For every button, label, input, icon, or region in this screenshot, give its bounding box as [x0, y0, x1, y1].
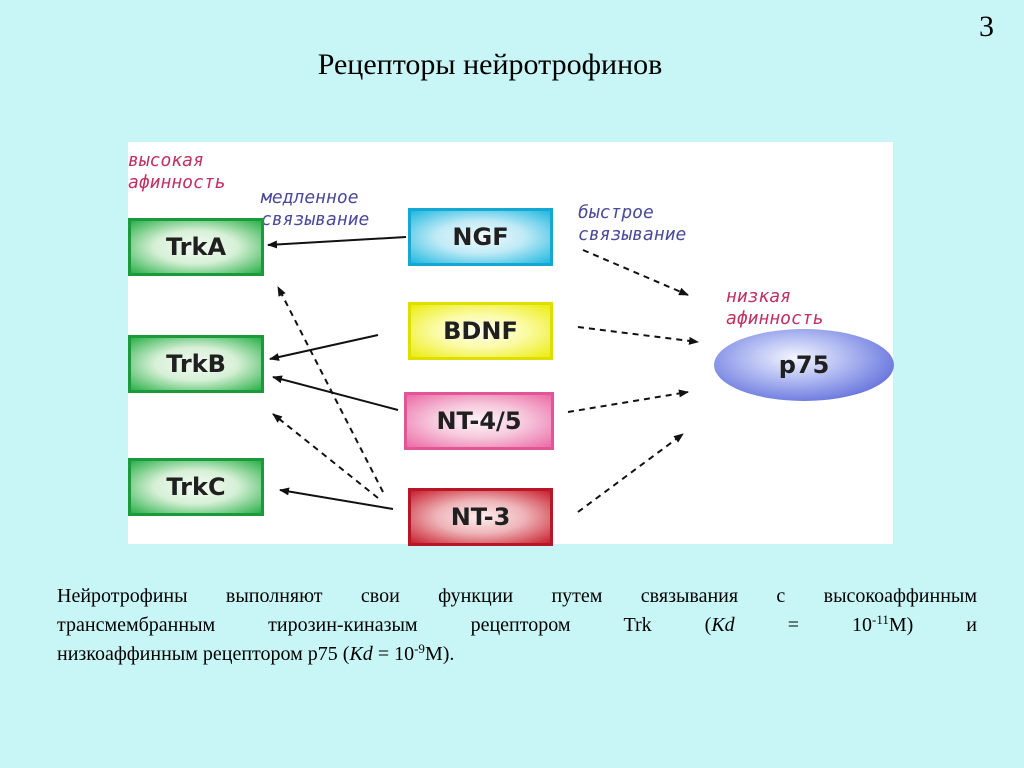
- ligand-bdnf: BDNF: [408, 302, 553, 360]
- neurotrophin-receptor-diagram: высокая афинность медленное связывание б…: [128, 142, 894, 546]
- text-segment: низкоаффинным рецептором p75 (: [57, 643, 350, 665]
- receptor-p75: p75: [714, 329, 894, 401]
- arrow-nt45-p75: [567, 389, 689, 413]
- text-segment: M).: [424, 643, 455, 665]
- arrows-layer: [267, 236, 699, 513]
- ligand-nt3: NT-3: [408, 488, 553, 546]
- label-slow-binding: медленное связывание: [261, 187, 370, 230]
- arrow-ngf-trka: [267, 236, 407, 249]
- arrow-nt3-p75: [577, 433, 684, 513]
- description-line-3: низкоаффинным рецептором p75 (Kd = 10-9M…: [57, 640, 977, 669]
- description-paragraph: Нейротрофины выполняют свои функции путе…: [57, 582, 977, 669]
- receptor-trkb: TrkB: [128, 335, 264, 393]
- slide-title: Рецепторы нейротрофинов: [317, 48, 663, 81]
- text-segment: трансмембранным тирозин-киназым рецептор…: [57, 614, 712, 636]
- arrow-nt3-trkc: [279, 487, 394, 510]
- text-segment: M) и: [888, 614, 977, 636]
- label-high-affinity: высокая афинность: [128, 150, 226, 193]
- receptor-trkc: TrkC: [128, 458, 264, 516]
- text-segment: = 10: [372, 643, 415, 665]
- label-fast-binding: быстрое связывание: [578, 202, 687, 245]
- arrow-nt3-trka: [277, 286, 384, 493]
- kd-symbol: Kd: [349, 643, 373, 665]
- arrow-ngf-p75: [582, 249, 689, 296]
- label-low-affinity: низкая афинность: [726, 286, 824, 329]
- description-line-1: Нейротрофины выполняют свои функции путе…: [57, 585, 977, 607]
- exponent: -11: [871, 612, 889, 627]
- exponent: -9: [414, 641, 425, 656]
- text-segment: = 10: [734, 614, 872, 636]
- receptor-trka: TrkA: [128, 218, 264, 276]
- arrow-nt3-trkb: [272, 413, 379, 499]
- kd-symbol: Kd: [711, 614, 735, 636]
- slide-number: 3: [979, 10, 994, 43]
- arrow-bdnf-p75: [577, 326, 699, 345]
- ligand-nt45: NT-4/5: [404, 392, 554, 450]
- arrow-bdnf-trkb: [269, 334, 379, 361]
- arrow-nt45-trkb: [272, 375, 399, 411]
- ligand-ngf: NGF: [408, 208, 553, 266]
- description-line-2: трансмембранным тирозин-киназым рецептор…: [57, 611, 977, 640]
